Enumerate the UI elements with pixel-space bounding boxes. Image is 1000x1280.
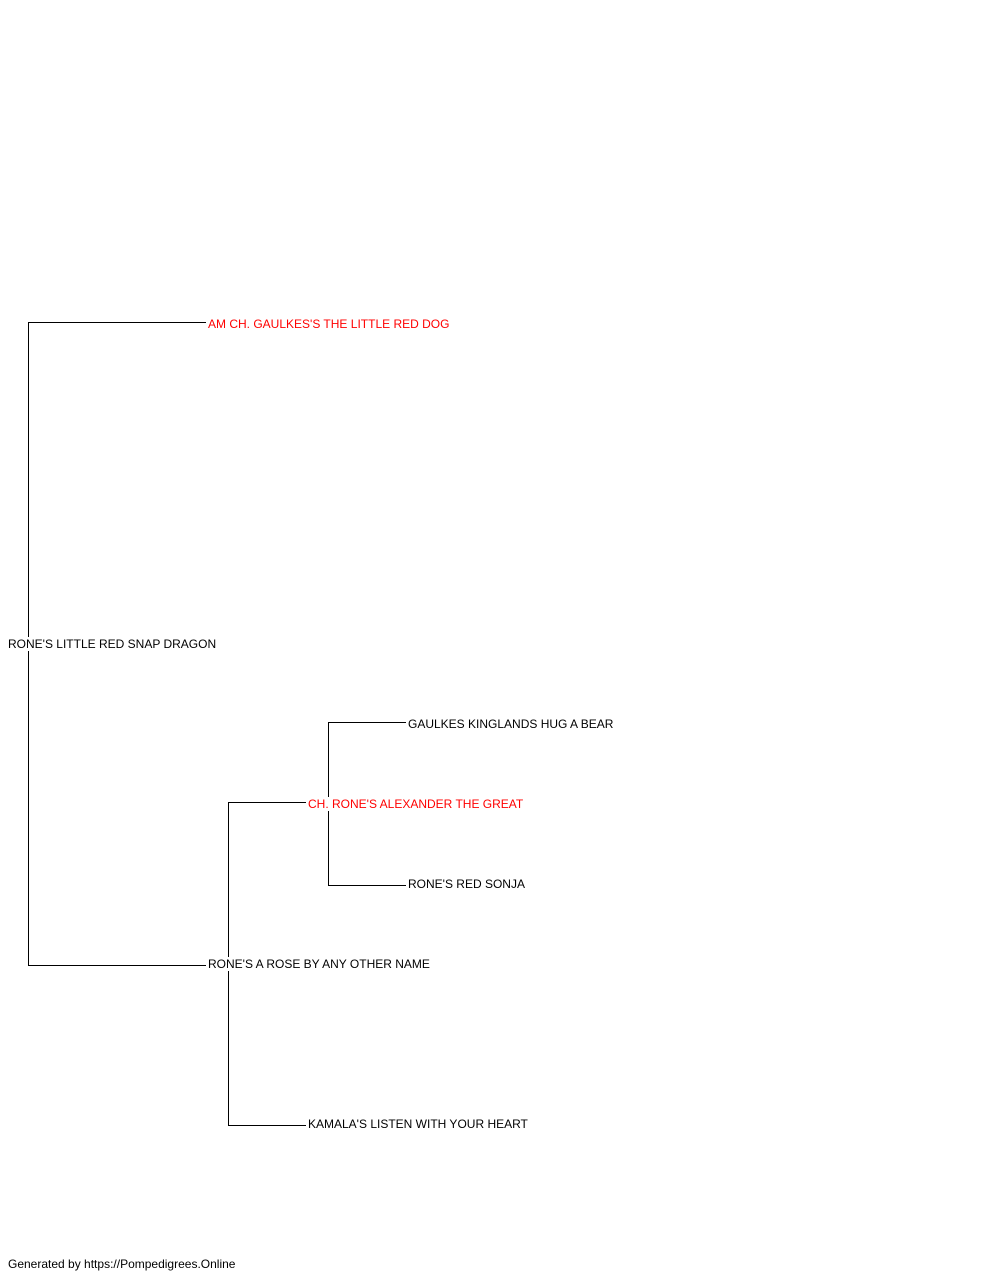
subject-dog-name: RONE'S LITTLE RED SNAP DRAGON xyxy=(8,637,217,651)
dam-sire-sire-dog-name: GAULKES KINGLANDS HUG A BEAR xyxy=(408,717,614,731)
generated-by-credit: Generated by https://Pompedigrees.Online xyxy=(8,1257,236,1271)
dam-sire-dog-name: CH. RONE'S ALEXANDER THE GREAT xyxy=(308,797,524,811)
dam-dog-name: RONE'S A ROSE BY ANY OTHER NAME xyxy=(208,957,430,971)
dam-sire-dam-dog-name: RONE'S RED SONJA xyxy=(408,877,525,891)
dam-dam-dog-name: KAMALA'S LISTEN WITH YOUR HEART xyxy=(308,1117,528,1131)
sire-dog-name: AM CH. GAULKES'S THE LITTLE RED DOG xyxy=(208,317,450,331)
